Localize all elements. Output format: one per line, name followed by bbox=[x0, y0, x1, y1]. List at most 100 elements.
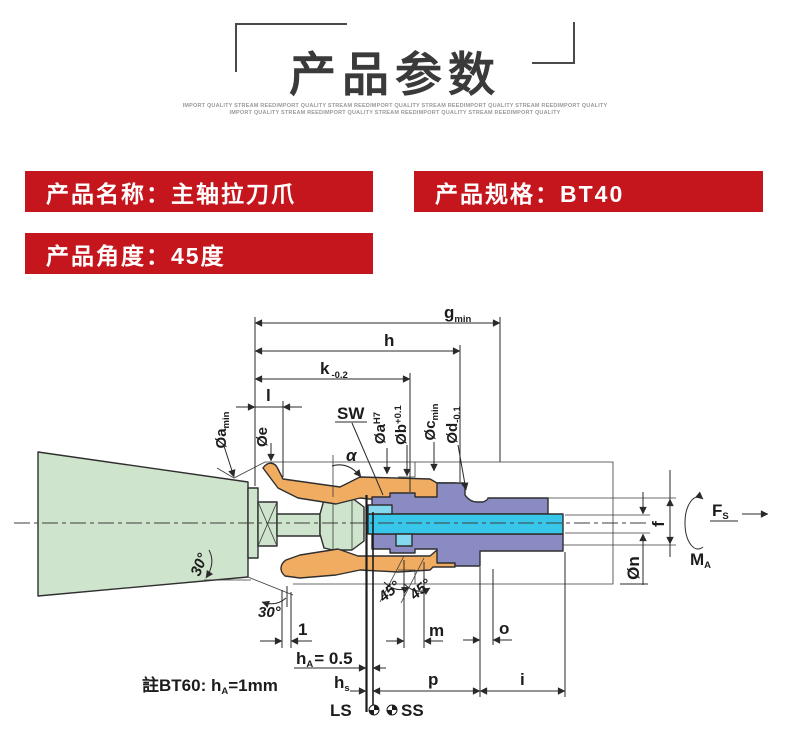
dim-f-label: f bbox=[649, 521, 668, 527]
dim-m-label: m bbox=[429, 621, 444, 640]
dim-1-label: 1 bbox=[298, 620, 307, 639]
dim-i: i bbox=[479, 552, 566, 697]
rod-step-upper bbox=[367, 504, 393, 515]
deg45-label-2: 45° bbox=[406, 575, 436, 604]
drawbar-body-lower bbox=[371, 533, 564, 567]
svg-text:MA: MA bbox=[690, 550, 711, 571]
dim-o-label: o bbox=[499, 619, 509, 638]
dia-c-label: Øc bbox=[422, 420, 439, 440]
svg-text:Øb+0.1: Øb+0.1 bbox=[393, 404, 410, 444]
watermark-line-2: IMPORT QUALITY STREAM REEDIMPORT QUALITY… bbox=[229, 110, 561, 116]
ha-value: = 0.5 bbox=[314, 649, 352, 668]
pull-stud-stem bbox=[276, 513, 321, 537]
svg-text:k-0.2: k-0.2 bbox=[320, 359, 348, 381]
dim-dia-d: Ød-0.1 bbox=[444, 406, 469, 491]
dia-a-sup: H7 bbox=[372, 412, 383, 424]
dim-f: f bbox=[548, 470, 676, 557]
product-spec-banner: 产品规格：BT40 bbox=[414, 171, 763, 212]
fs-label: F bbox=[712, 501, 722, 520]
dia-c-sub: min bbox=[430, 403, 441, 420]
dim-g-sub: min bbox=[454, 314, 471, 325]
svg-text:Øamin: Øamin bbox=[213, 411, 232, 448]
dim-o: o bbox=[463, 567, 512, 697]
ma-arc-arrow bbox=[684, 491, 704, 550]
dim-dia-b: Øb+0.1 bbox=[393, 404, 411, 477]
deg30-claw-label: 30° bbox=[258, 604, 282, 621]
dim-dia-n: Øn bbox=[565, 492, 650, 585]
dim-dia-e: Øe bbox=[254, 427, 275, 462]
note-value: =1mm bbox=[228, 676, 278, 695]
product-angle-banner: 产品角度：45度 bbox=[25, 233, 373, 274]
rod-step-lower bbox=[395, 533, 413, 547]
ss-label: SS bbox=[401, 701, 424, 720]
dim-p-label: p bbox=[428, 670, 438, 689]
marker-ls: LS bbox=[330, 701, 380, 720]
dia-n-label: Øn bbox=[624, 556, 643, 580]
taper-shank bbox=[37, 451, 259, 597]
drawbar-body-upper bbox=[371, 482, 549, 515]
svg-text:Øcmin: Øcmin bbox=[422, 403, 441, 440]
ma-sub: A bbox=[704, 560, 711, 571]
svg-text:Ød-0.1: Ød-0.1 bbox=[444, 406, 463, 444]
label-alpha: α bbox=[331, 446, 362, 497]
note-text: 註BT60: h bbox=[142, 675, 221, 695]
watermark-line-1: IMPORT QUALITY STREAM REEDIMPORT QUALITY… bbox=[182, 103, 608, 109]
svg-text:FS: FS bbox=[712, 501, 729, 522]
title-bracket-right bbox=[532, 22, 575, 64]
dim-k-tol: -0.2 bbox=[331, 370, 347, 381]
ma-label: M bbox=[690, 550, 704, 569]
dim-h-label: h bbox=[384, 331, 394, 350]
title-bracket-left bbox=[235, 23, 347, 72]
hs-label: h bbox=[334, 673, 344, 692]
dia-d-label: Ød bbox=[444, 423, 461, 444]
note-bt60: 註BT60: hA=1mm bbox=[142, 675, 278, 697]
drawbar-rod bbox=[367, 513, 564, 535]
alpha-label: α bbox=[346, 446, 358, 465]
ls-label: LS bbox=[330, 701, 352, 720]
dim-1: 1 bbox=[260, 590, 312, 648]
dim-k-label: k bbox=[320, 359, 330, 378]
dim-g: gmin bbox=[254, 303, 501, 486]
label-sw: SW bbox=[335, 404, 384, 496]
dim-dia-a: ØaH7 bbox=[372, 412, 391, 475]
dim-l: l bbox=[236, 386, 302, 477]
torque-ma: MA bbox=[684, 491, 711, 571]
product-name-banner: 产品名称：主轴拉刀爪 bbox=[25, 171, 373, 212]
dim-ha: hA= 0.5 bbox=[294, 649, 386, 672]
dim-hs: hs bbox=[334, 673, 367, 695]
dim-m: m bbox=[386, 560, 444, 648]
technical-diagram: gmin h k-0.2 l Øamin Øe SW α ØaH7 bbox=[14, 303, 769, 720]
force-fs: FS bbox=[710, 501, 769, 522]
dim-dia-a-min: Øamin bbox=[213, 411, 236, 478]
gripper-claw-lower bbox=[280, 548, 456, 579]
pull-stud-head bbox=[319, 497, 365, 551]
svg-text:gmin: gmin bbox=[444, 303, 471, 325]
dia-a-min-label: Øa bbox=[213, 428, 230, 449]
watermark-text: IMPORT QUALITY STREAM REEDIMPORT QUALITY… bbox=[0, 103, 790, 117]
ha-sub: A bbox=[306, 659, 313, 670]
sw-label: SW bbox=[337, 404, 365, 423]
dia-e-label: Øe bbox=[254, 427, 271, 447]
dim-30deg-claw: 30° bbox=[258, 586, 288, 621]
note-sub: A bbox=[221, 686, 228, 697]
dia-b-label: Øb bbox=[393, 424, 410, 445]
svg-text:hs: hs bbox=[334, 673, 350, 694]
retention-knob-cross-box bbox=[257, 501, 278, 547]
svg-text:註BT60: hA=1mm: 註BT60: hA=1mm bbox=[142, 675, 278, 697]
dim-h: h bbox=[254, 331, 461, 482]
dia-a-min-sub: min bbox=[221, 411, 232, 428]
deg45-label-1: 45° bbox=[375, 577, 405, 606]
svg-text:hA= 0.5: hA= 0.5 bbox=[296, 649, 353, 670]
page-title: 产品参数 bbox=[289, 48, 501, 101]
dim-l-label: l bbox=[266, 386, 271, 405]
fs-sub: S bbox=[722, 511, 728, 522]
ha-label: h bbox=[296, 649, 306, 668]
dim-i-label: i bbox=[520, 670, 525, 689]
hs-sub: s bbox=[344, 683, 349, 694]
dim-g-label: g bbox=[444, 303, 454, 322]
dim-p: p bbox=[372, 670, 481, 695]
svg-text:ØaH7: ØaH7 bbox=[372, 412, 389, 444]
dia-a-label: Øa bbox=[372, 423, 389, 444]
dia-b-sup: +0.1 bbox=[393, 404, 404, 423]
marker-ss: SS bbox=[386, 701, 424, 720]
